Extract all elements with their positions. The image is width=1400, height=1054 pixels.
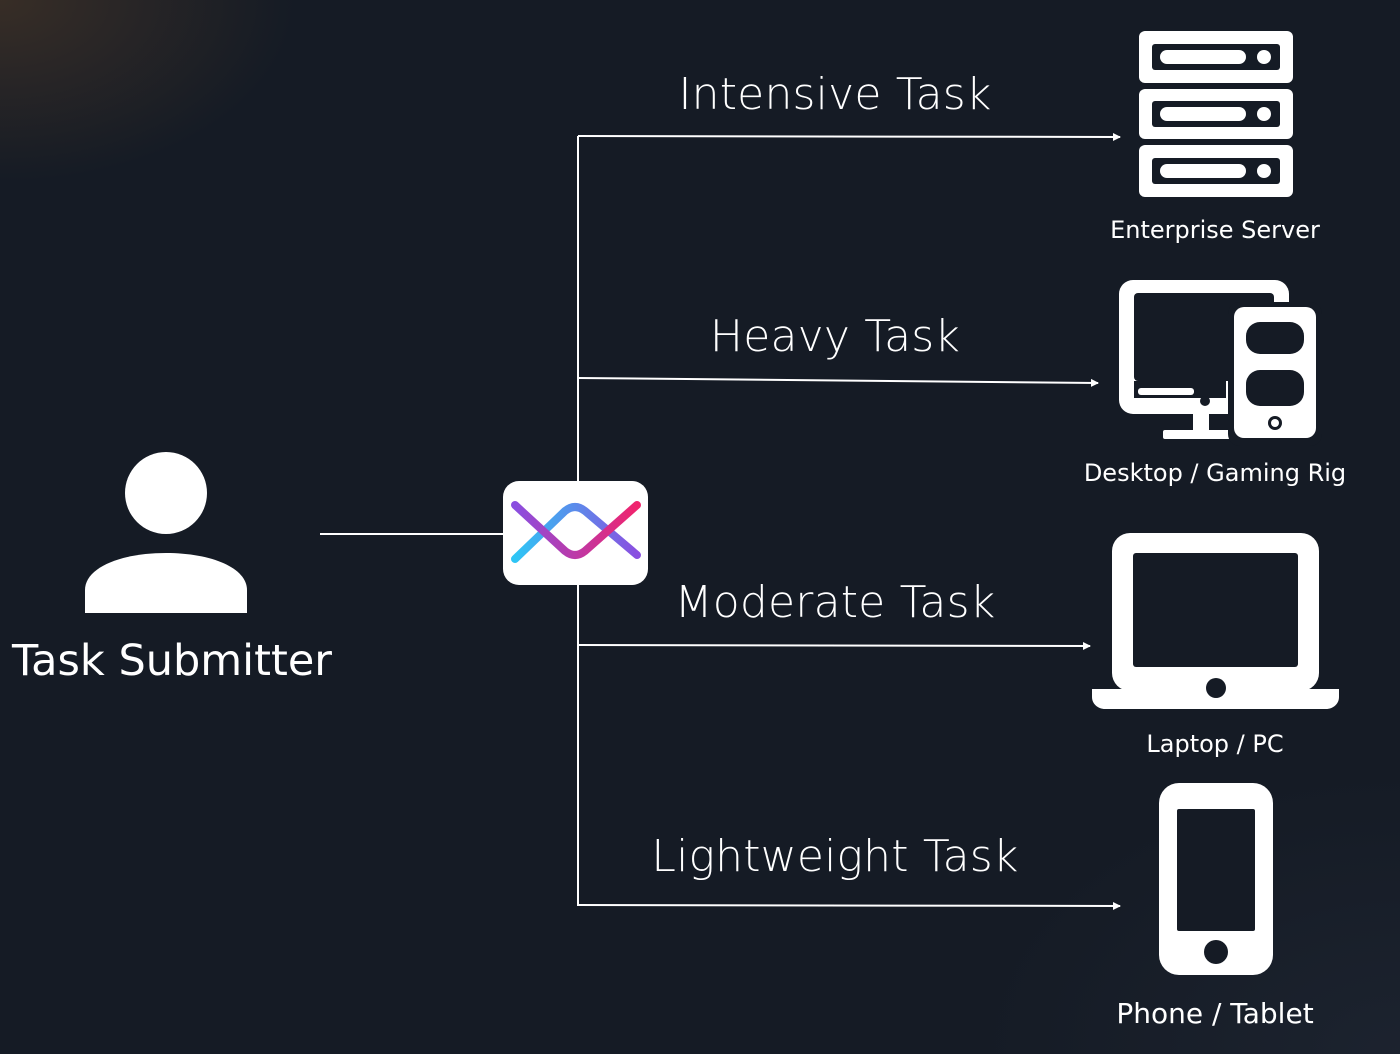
server-rack-icon [1139, 31, 1293, 197]
branch-arrow-heavy [577, 377, 1099, 387]
branch-arrow-intensive [577, 132, 1121, 141]
desktop-tower-icon [1119, 280, 1322, 446]
task-label-heavy: Heavy Task [709, 311, 961, 362]
router-logo-icon [511, 501, 641, 563]
router-logo[interactable] [503, 481, 648, 585]
device-label-laptop: Laptop / PC [1146, 730, 1284, 758]
task-label-moderate: Moderate Task [674, 577, 996, 628]
submitter-label: Task Submitter [11, 636, 332, 686]
task-label-intensive: Intensive Task [678, 69, 992, 120]
person-icon [85, 452, 247, 613]
laptop-icon [1092, 533, 1339, 709]
device-label-server: Enterprise Server [1110, 216, 1320, 244]
branch-arrow-lightweight [577, 901, 1121, 910]
branch-arrow-moderate [577, 641, 1091, 650]
phone-icon [1159, 783, 1273, 975]
device-label-desktop: Desktop / Gaming Rig [1083, 459, 1347, 487]
task-label-lightweight: Lightweight Task [651, 831, 1019, 882]
device-label-phone: Phone / Tablet [1116, 997, 1314, 1030]
